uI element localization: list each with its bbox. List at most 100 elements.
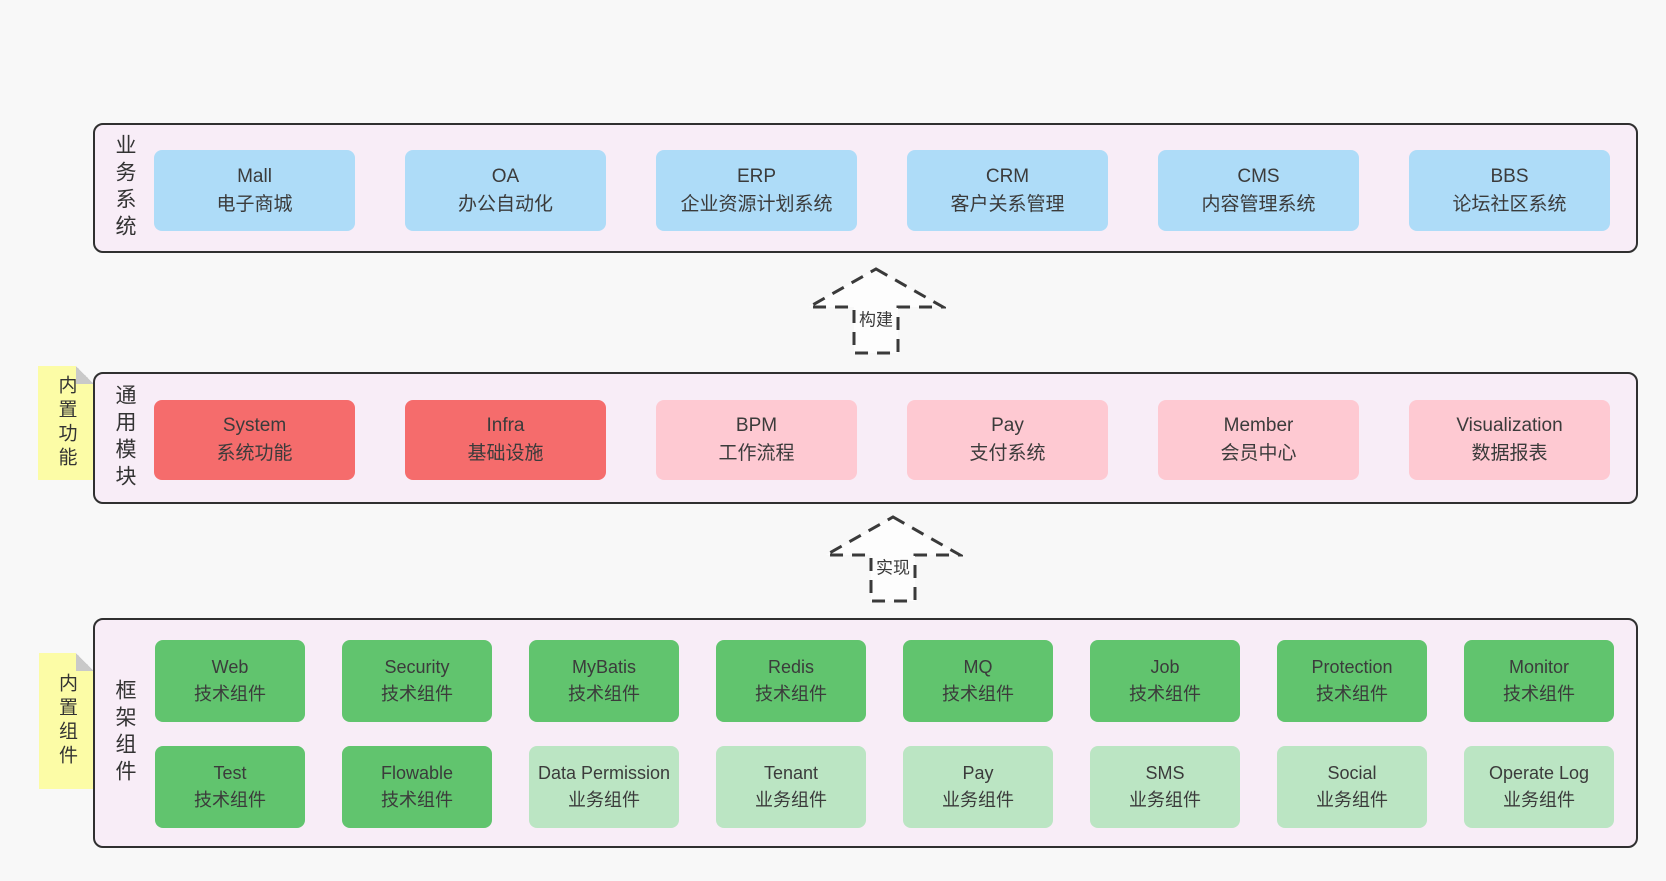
sticky-label: 内置组件 bbox=[56, 673, 77, 769]
node-title: Visualization bbox=[1456, 415, 1563, 436]
panel-common-modules: 通用模块 System 系统功能 Infra 基础设施 BPM 工作流程 Pay… bbox=[93, 372, 1638, 504]
node-monitor: Monitor 技术组件 bbox=[1464, 640, 1614, 722]
panel-title: 业务系统 bbox=[113, 134, 136, 242]
node-web: Web 技术组件 bbox=[155, 640, 305, 722]
node-title: Test bbox=[213, 763, 247, 783]
node-system: System 系统功能 bbox=[154, 400, 355, 480]
node-title: System bbox=[222, 415, 287, 436]
node-title: MyBatis bbox=[571, 657, 636, 677]
sticky-label: 内置功能 bbox=[55, 375, 77, 471]
node-subtitle: 企业资源计划系统 bbox=[680, 193, 833, 215]
node-title: Redis bbox=[767, 657, 815, 677]
node-title: Monitor bbox=[1508, 657, 1570, 677]
panel-business-systems: 业务系统 Mall 电子商城 OA 办公自动化 ERP 企业资源计划系统 CRM… bbox=[93, 123, 1638, 253]
node-redis: Redis 技术组件 bbox=[716, 640, 866, 722]
node-subtitle: 电子商城 bbox=[216, 193, 293, 215]
node-title: Social bbox=[1327, 763, 1377, 783]
node-infra: Infra 基础设施 bbox=[405, 400, 606, 480]
node-subtitle: 技术组件 bbox=[1129, 684, 1201, 704]
framework-row-2: Test 技术组件 Flowable 技术组件 Data Permission … bbox=[155, 746, 1614, 828]
node-subtitle: 论坛社区系统 bbox=[1452, 193, 1567, 215]
node-title: Data Permission bbox=[537, 763, 671, 783]
node-member: Member 会员中心 bbox=[1158, 400, 1359, 480]
node-title: Protection bbox=[1311, 657, 1393, 677]
node-pay: Pay 支付系统 bbox=[907, 400, 1108, 480]
node-subtitle: 业务组件 bbox=[568, 790, 640, 810]
node-bpm: BPM 工作流程 bbox=[656, 400, 857, 480]
folded-corner-icon bbox=[76, 653, 94, 671]
node-subtitle: 业务组件 bbox=[1129, 790, 1201, 810]
node-crm: CRM 客户关系管理 bbox=[907, 150, 1108, 231]
node-title: MQ bbox=[963, 657, 993, 677]
node-title: Pay bbox=[962, 763, 994, 783]
modules-box-row: System 系统功能 Infra 基础设施 BPM 工作流程 Pay 支付系统… bbox=[154, 400, 1610, 480]
node-title: Pay bbox=[991, 415, 1024, 436]
node-title: Tenant bbox=[763, 763, 819, 783]
node-title: BPM bbox=[735, 415, 778, 436]
node-sms: SMS 业务组件 bbox=[1090, 746, 1240, 828]
node-title: Infra bbox=[486, 415, 525, 436]
arrow-label: 实现 bbox=[874, 553, 912, 579]
node-subtitle: 系统功能 bbox=[216, 443, 293, 464]
arrow-implement: 实现 bbox=[823, 514, 963, 604]
node-subtitle: 技术组件 bbox=[1503, 684, 1575, 704]
node-title: BBS bbox=[1490, 165, 1529, 187]
sticky-built-in-components: 内置组件 bbox=[39, 653, 94, 789]
folded-corner-icon bbox=[76, 366, 94, 384]
node-title: CMS bbox=[1237, 165, 1280, 187]
node-title: ERP bbox=[736, 165, 777, 187]
sticky-built-in-features: 内置功能 bbox=[38, 366, 94, 480]
node-subtitle: 技术组件 bbox=[381, 790, 453, 810]
node-subtitle: 业务组件 bbox=[942, 790, 1014, 810]
node-job: Job 技术组件 bbox=[1090, 640, 1240, 722]
node-bbs: BBS 论坛社区系统 bbox=[1409, 150, 1610, 231]
node-subtitle: 办公自动化 bbox=[457, 193, 553, 215]
node-visualization: Visualization 数据报表 bbox=[1409, 400, 1610, 480]
node-subtitle: 技术组件 bbox=[1316, 684, 1388, 704]
node-test: Test 技术组件 bbox=[155, 746, 305, 828]
node-title: Mall bbox=[237, 165, 272, 187]
node-subtitle: 技术组件 bbox=[942, 684, 1014, 704]
node-data-permission: Data Permission 业务组件 bbox=[529, 746, 679, 828]
node-subtitle: 会员中心 bbox=[1220, 443, 1297, 464]
node-oa: OA 办公自动化 bbox=[405, 150, 606, 231]
node-subtitle: 支付系统 bbox=[969, 443, 1046, 464]
arrow-label: 构建 bbox=[857, 305, 895, 331]
panel-title: 框架组件 bbox=[113, 679, 136, 787]
node-subtitle: 业务组件 bbox=[755, 790, 827, 810]
node-title: Flowable bbox=[380, 763, 454, 783]
node-pay-component: Pay 业务组件 bbox=[903, 746, 1053, 828]
node-title: CRM bbox=[985, 165, 1030, 187]
framework-row-1: Web 技术组件 Security 技术组件 MyBatis 技术组件 Redi… bbox=[155, 640, 1614, 722]
node-subtitle: 客户关系管理 bbox=[950, 193, 1065, 215]
node-subtitle: 基础设施 bbox=[467, 443, 544, 464]
node-subtitle: 工作流程 bbox=[718, 443, 795, 464]
node-subtitle: 技术组件 bbox=[194, 790, 266, 810]
node-mq: MQ 技术组件 bbox=[903, 640, 1053, 722]
node-title: SMS bbox=[1145, 763, 1185, 783]
node-title: OA bbox=[491, 165, 520, 187]
node-subtitle: 技术组件 bbox=[755, 684, 827, 704]
business-box-row: Mall 电子商城 OA 办公自动化 ERP 企业资源计划系统 CRM 客户关系… bbox=[154, 150, 1610, 231]
node-title: Operate Log bbox=[1488, 763, 1590, 783]
node-cms: CMS 内容管理系统 bbox=[1158, 150, 1359, 231]
node-flowable: Flowable 技术组件 bbox=[342, 746, 492, 828]
node-title: Web bbox=[211, 657, 249, 677]
node-subtitle: 业务组件 bbox=[1316, 790, 1388, 810]
node-tenant: Tenant 业务组件 bbox=[716, 746, 866, 828]
node-subtitle: 内容管理系统 bbox=[1201, 193, 1316, 215]
node-subtitle: 数据报表 bbox=[1471, 443, 1548, 464]
node-subtitle: 业务组件 bbox=[1503, 790, 1575, 810]
node-title: Job bbox=[1150, 657, 1180, 677]
node-title: Security bbox=[384, 657, 450, 677]
node-social: Social 业务组件 bbox=[1277, 746, 1427, 828]
node-protection: Protection 技术组件 bbox=[1277, 640, 1427, 722]
node-subtitle: 技术组件 bbox=[568, 684, 640, 704]
node-subtitle: 技术组件 bbox=[381, 684, 453, 704]
node-title: Member bbox=[1223, 415, 1294, 436]
node-erp: ERP 企业资源计划系统 bbox=[656, 150, 857, 231]
node-operate-log: Operate Log 业务组件 bbox=[1464, 746, 1614, 828]
node-mall: Mall 电子商城 bbox=[154, 150, 355, 231]
node-mybatis: MyBatis 技术组件 bbox=[529, 640, 679, 722]
